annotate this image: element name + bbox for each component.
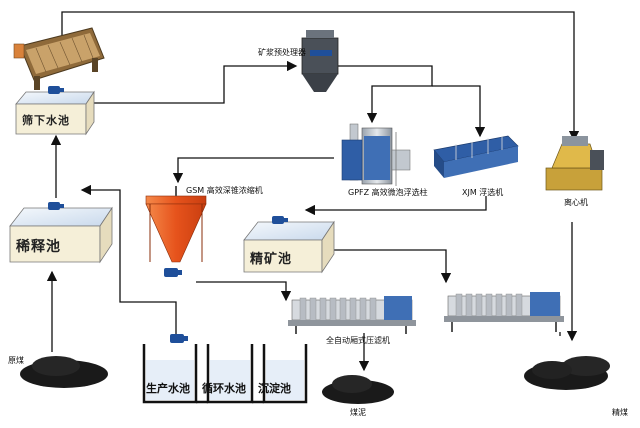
pump-icon [48,86,64,94]
slurry-preprocessor [301,30,339,92]
underflow-pool [15,86,95,136]
line-production-to-dilution [80,184,177,338]
xjm-machine-label: XJM 浮选机 [462,188,504,197]
line-gsm-to-filter [196,281,292,302]
centrifuge [545,136,604,191]
filter-press-left [288,296,416,334]
clean-coal-label: 精煤 [612,408,628,417]
pump-icon [48,202,64,210]
raw-coal-label: 原煤 [8,356,24,365]
line-gpfz-to-gsm [172,157,334,184]
pump-icon [170,334,188,343]
clean-coal-pile [524,356,610,390]
line-underflow-to-preprocessor [92,60,298,104]
pump-icon [164,268,182,277]
pond-water [146,360,304,400]
concentrate-pool-label: 精矿池 [250,252,293,267]
coal-slime-pile [322,375,394,404]
gpfz-column [341,123,411,186]
xjm-machine [433,135,519,178]
production-pool-label: 生产水池 [146,382,190,395]
line-concentrate-to-filter [330,249,452,284]
vibrating-screen [13,27,105,90]
line-screen-to-centrifuge [61,11,580,142]
filter-press-right [444,292,564,332]
filter-press-label: 全自动厢式压滤机 [326,336,390,345]
raw-coal-pile [20,356,108,388]
concentrate-pool [243,216,335,274]
dilution-pool-label: 稀释池 [16,239,61,255]
underflow-pool-label: 筛下水池 [22,114,70,127]
gsm-thickener-label: GSM 高效深锥浓缩机 [186,186,263,195]
flow-lines [46,11,580,372]
slurry-preprocessor-label: 矿浆预处理器 [258,48,306,57]
centrifuge-label: 离心机 [564,198,588,207]
dilution-pool [9,202,113,264]
gpfz-column-label: GPFZ 高效微泡浮选柱 [348,188,428,197]
settling-pool-label: 沉淀池 [258,382,291,395]
gsm-thickener [145,186,207,277]
pump-icon [272,216,288,224]
line-preprocessor-out [338,65,433,124]
pond-group [142,344,308,404]
line-to-xjm [432,85,486,138]
coal-slime-label: 煤泥 [350,408,366,417]
line-xjm-to-concentrate [304,196,487,216]
circulation-pool-label: 循环水池 [202,382,246,395]
